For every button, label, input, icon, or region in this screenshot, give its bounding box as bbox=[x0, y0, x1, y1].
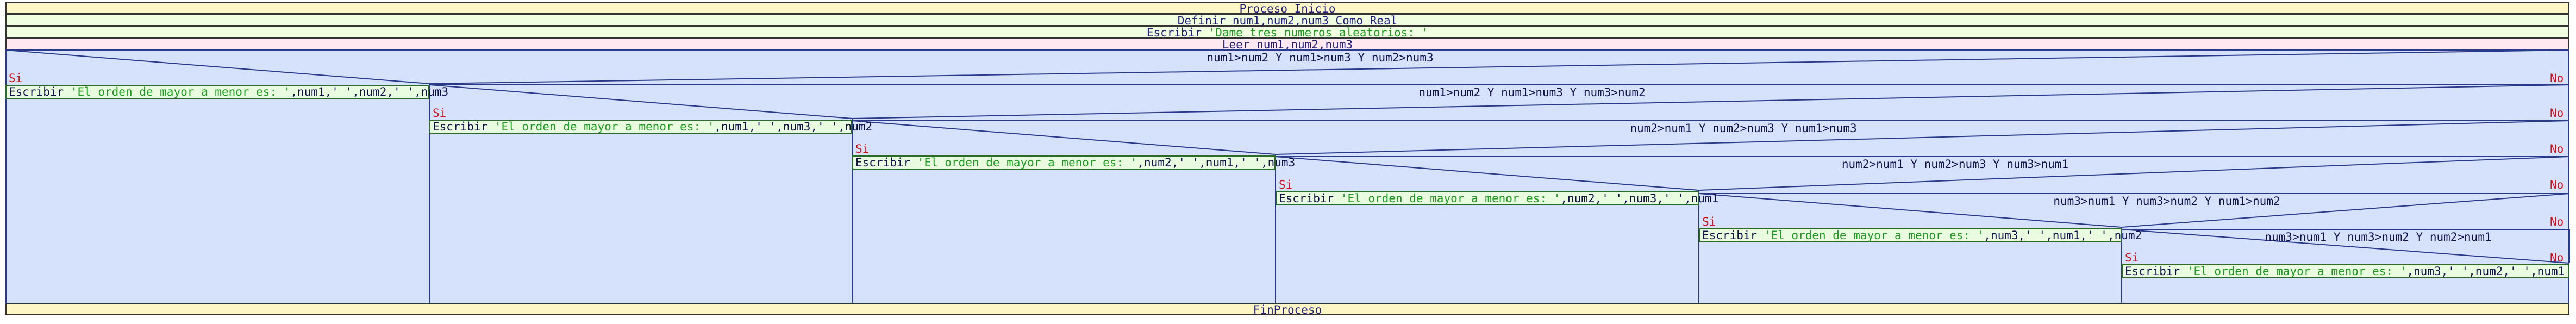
finproceso-footer: FinProceso bbox=[5, 303, 2569, 316]
decision-condition: num2>num1 Y num2>num3 Y num3>num1 bbox=[1841, 158, 2069, 171]
output-string: 'El orden de mayor a menor es: ' bbox=[494, 120, 715, 133]
decision-condition: num1>num2 Y num1>num3 Y num3>num2 bbox=[1418, 86, 1646, 99]
decision-condition: num2>num1 Y num2>num3 Y num1>num3 bbox=[1630, 122, 1857, 135]
output-keyword: Escribir bbox=[433, 120, 495, 133]
decision-no-diagonal bbox=[852, 84, 2570, 119]
output-string: 'El orden de mayor a menor es: ' bbox=[917, 156, 1137, 169]
output-string: 'El orden de mayor a menor es: ' bbox=[1340, 192, 1561, 205]
decision-si-diagonal bbox=[1698, 193, 2122, 228]
escribir-output-statement: Escribir 'El orden de mayor a menor es: … bbox=[1276, 191, 1718, 205]
no-label: No bbox=[2550, 107, 2564, 120]
escribir-keyword: Escribir bbox=[1146, 26, 1209, 39]
escribir-output-statement: Escribir 'El orden de mayor a menor es: … bbox=[5, 85, 448, 99]
si-label: Si bbox=[1702, 215, 1716, 228]
escribir-output-statement: Escribir 'El orden de mayor a menor es: … bbox=[852, 155, 1295, 170]
no-label: No bbox=[2550, 142, 2564, 155]
escribir-output-statement: Escribir 'El orden de mayor a menor es: … bbox=[2122, 264, 2569, 278]
output-vars: ,num3,' ',num2,' ',num1 bbox=[2406, 265, 2565, 278]
escribir-string: 'Dame tres numeros aleatorios: ' bbox=[1208, 26, 1429, 39]
escribir-prompt-statement: Escribir 'Dame tres numeros aleatorios: … bbox=[5, 26, 2569, 39]
output-string: 'El orden de mayor a menor es: ' bbox=[2186, 265, 2407, 278]
output-vars: ,num1,' ',num3,' ',num2 bbox=[714, 120, 873, 133]
flowchart-diagram: Proceso Inicio Definir num1,num2,num3 Co… bbox=[5, 2, 2570, 321]
no-label: No bbox=[2550, 178, 2564, 191]
decision-no-diagonal bbox=[2121, 193, 2570, 228]
decision-si-diagonal bbox=[2121, 229, 2570, 264]
proceso-header: Proceso Inicio bbox=[5, 2, 2569, 15]
si-label: Si bbox=[855, 142, 870, 155]
output-vars: ,num3,' ',num1,' ',num2 bbox=[1984, 229, 2142, 242]
output-keyword: Escribir bbox=[2125, 265, 2187, 278]
output-vars: ,num1,' ',num2,' ',num3 bbox=[290, 85, 449, 98]
output-vars: ,num2,' ',num1,' ',num3 bbox=[1137, 156, 1296, 169]
definir-type: Como Real bbox=[1328, 14, 1398, 27]
si-label: Si bbox=[433, 107, 447, 120]
decision-no-diagonal bbox=[429, 49, 2570, 84]
decision-si-diagonal bbox=[1275, 156, 1699, 191]
output-string: 'El orden de mayor a menor es: ' bbox=[1764, 229, 1984, 242]
decision-area-background bbox=[5, 50, 2569, 303]
no-label: No bbox=[2550, 72, 2564, 85]
output-vars: ,num2,' ',num3,' ',num1 bbox=[1560, 192, 1719, 205]
decision-condition: num3>num1 Y num3>num2 Y num1>num2 bbox=[2053, 195, 2280, 208]
output-keyword: Escribir bbox=[9, 85, 71, 98]
decision-si-diagonal bbox=[852, 120, 1276, 155]
definir-keyword: Definir bbox=[1177, 14, 1233, 27]
decision-si-diagonal bbox=[5, 49, 430, 84]
no-label: No bbox=[2550, 251, 2564, 264]
decision-si-diagonal bbox=[429, 84, 853, 119]
escribir-output-statement: Escribir 'El orden de mayor a menor es: … bbox=[429, 120, 872, 134]
decision-no-diagonal bbox=[1698, 156, 2570, 191]
output-keyword: Escribir bbox=[1702, 229, 1764, 242]
decision-no-diagonal bbox=[1275, 120, 2570, 155]
si-label: Si bbox=[2125, 251, 2139, 264]
escribir-output-statement: Escribir 'El orden de mayor a menor es: … bbox=[1699, 228, 2142, 242]
no-label: No bbox=[2550, 215, 2564, 228]
output-string: 'El orden de mayor a menor es: ' bbox=[70, 85, 291, 98]
definir-vars: num1,num2,num3 bbox=[1232, 14, 1329, 27]
si-label: Si bbox=[1279, 178, 1293, 191]
decision-condition: num3>num1 Y num3>num2 Y num2>num1 bbox=[2265, 230, 2492, 244]
decision-condition: num1>num2 Y num1>num3 Y num2>num3 bbox=[1206, 51, 1434, 64]
definir-statement: Definir num1,num2,num3 Como Real bbox=[5, 14, 2569, 27]
output-keyword: Escribir bbox=[1279, 192, 1341, 205]
output-keyword: Escribir bbox=[855, 156, 917, 169]
si-label: Si bbox=[9, 72, 23, 85]
